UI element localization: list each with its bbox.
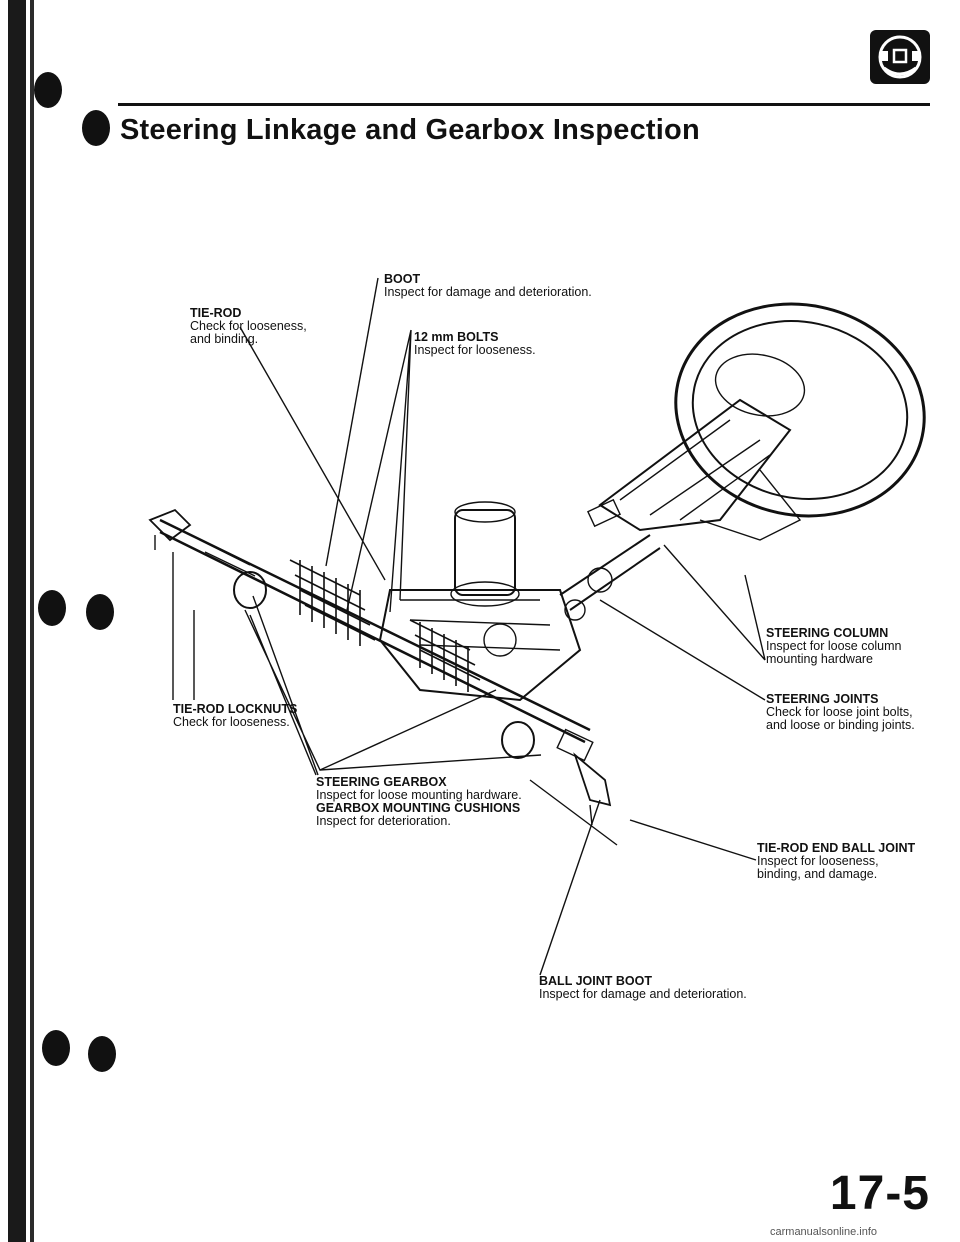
binder-hole	[42, 1030, 70, 1066]
tie-rod-callout: TIE-ROD Check for looseness, and binding…	[190, 307, 307, 346]
binder-margin	[8, 0, 26, 1242]
steering-gearbox-heading: STEERING GEARBOX	[316, 775, 447, 789]
tie-rod-desc-line2: and binding.	[190, 332, 259, 346]
ball-joint-boot-heading: BALL JOINT BOOT	[539, 974, 652, 988]
steering-joints-heading: STEERING JOINTS	[766, 692, 879, 706]
binder-hole	[86, 594, 114, 630]
steering-joints-desc-line1: Check for loose joint bolts,	[766, 705, 913, 719]
boot-callout: BOOT Inspect for damage and deterioratio…	[384, 273, 592, 299]
page-title: Steering Linkage and Gearbox Inspection	[120, 114, 700, 146]
gearbox-cushions-heading: GEARBOX MOUNTING CUSHIONS	[316, 801, 521, 815]
header-rule	[118, 103, 930, 106]
boot-heading: BOOT	[384, 272, 421, 286]
bolts-callout: 12 mm BOLTS Inspect for looseness.	[414, 331, 536, 357]
gearbox-cushions-desc: Inspect for deterioration.	[316, 814, 451, 828]
steering-column-heading: STEERING COLUMN	[766, 626, 889, 640]
steering-gearbox-desc: Inspect for loose mounting hardware.	[316, 788, 522, 802]
steering-column-callout: STEERING COLUMN Inspect for loose column…	[766, 627, 902, 666]
boot-desc: Inspect for damage and deterioration.	[384, 285, 592, 299]
steering-wheel-icon	[870, 30, 930, 84]
ball-joint-boot-desc: Inspect for damage and deterioration.	[539, 987, 747, 1001]
steering-joints-callout: STEERING JOINTS Check for loose joint bo…	[766, 693, 915, 732]
bolts-desc: Inspect for looseness.	[414, 343, 536, 357]
tie-rod-locknuts-callout: TIE-ROD LOCKNUTS Check for looseness.	[173, 703, 297, 729]
page-number: 17-5	[829, 1167, 930, 1220]
ball-joint-heading: TIE-ROD END BALL JOINT	[757, 841, 916, 855]
tie-rod-locknuts-heading: TIE-ROD LOCKNUTS	[173, 702, 298, 716]
tie-rod-locknuts-desc: Check for looseness.	[173, 715, 290, 729]
tie-rod-desc-line1: Check for looseness,	[190, 319, 307, 333]
bolts-heading: 12 mm BOLTS	[414, 330, 499, 344]
ball-joint-callout: TIE-ROD END BALL JOINT Inspect for loose…	[757, 842, 915, 881]
ball-joint-desc-line2: binding, and damage.	[757, 867, 878, 881]
ball-joint-desc-line1: Inspect for looseness,	[757, 854, 879, 868]
watermark: carmanualsonline.info	[770, 1226, 878, 1238]
steering-joints-desc-line2: and loose or binding joints.	[766, 718, 915, 732]
binder-hole	[34, 72, 62, 108]
ball-joint-boot-callout: BALL JOINT BOOT Inspect for damage and d…	[539, 975, 747, 1001]
binder-hole	[38, 590, 66, 626]
section-bullet	[82, 110, 110, 146]
steering-column-desc-line2: mounting hardware	[766, 652, 874, 666]
binder-hole	[88, 1036, 116, 1072]
steering-gearbox-callout: STEERING GEARBOX Inspect for loose mount…	[316, 776, 522, 828]
binder-edge	[30, 0, 34, 1242]
steering-column-desc-line1: Inspect for loose column	[766, 639, 902, 653]
tie-rod-heading: TIE-ROD	[190, 306, 242, 320]
